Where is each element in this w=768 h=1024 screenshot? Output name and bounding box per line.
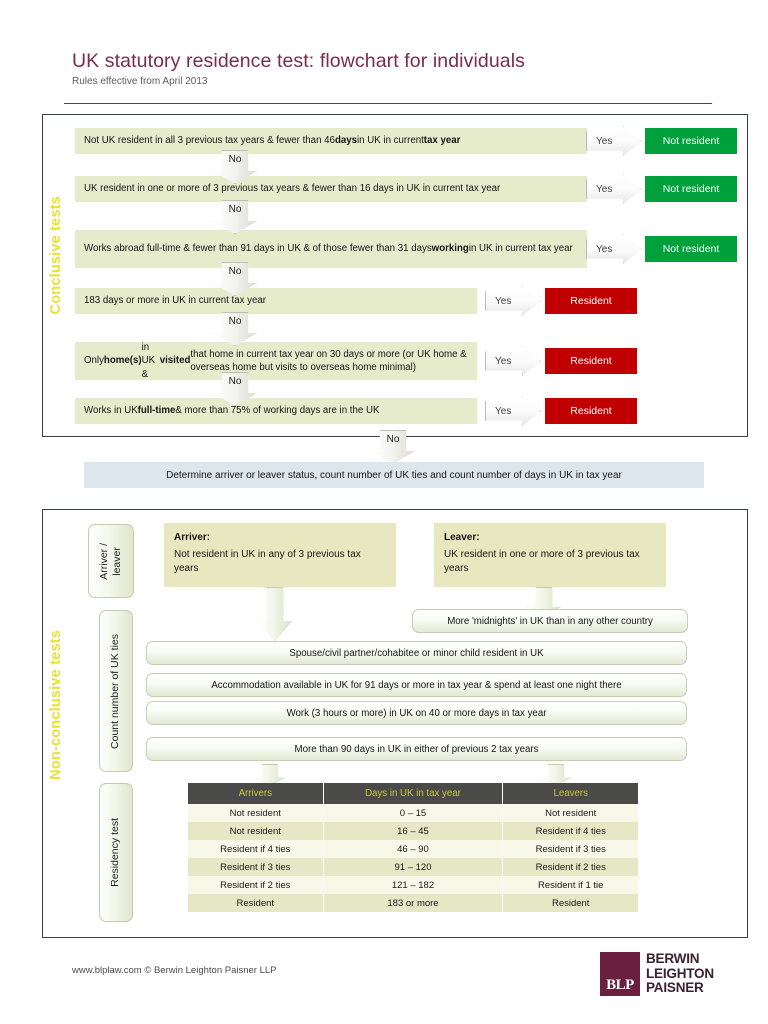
table-cell: Not resident xyxy=(188,822,324,840)
tab-arriver-leaver-label: Arriver /leaver xyxy=(97,542,123,580)
conclusive-tests-panel xyxy=(42,114,748,437)
yes-label: Yes xyxy=(596,135,613,147)
arriver-title: Arriver: xyxy=(174,532,211,543)
bridge-no-label: No xyxy=(386,434,400,445)
tab-residency-test[interactable]: Residency test xyxy=(99,783,133,922)
uk-tie-box: Work (3 hours or more) in UK on 40 or mo… xyxy=(146,701,687,725)
table-cell: Resident if 2 ties xyxy=(188,876,324,894)
table-cell: Resident if 1 tie xyxy=(502,876,638,894)
conclusive-condition-box: Works abroad full-time & fewer than 91 d… xyxy=(75,230,587,268)
no-label: No xyxy=(228,154,242,165)
yes-label: Yes xyxy=(495,355,512,367)
uk-tie-box: Accommodation available in UK for 91 day… xyxy=(146,673,687,697)
blp-logo-mark: BLP xyxy=(600,952,640,996)
conclusive-condition-box: UK resident in one or more of 3 previous… xyxy=(75,176,587,202)
table-cell: Not resident xyxy=(502,804,638,822)
no-label: No xyxy=(228,376,242,387)
page-subtitle: Rules effective from April 2013 xyxy=(72,76,208,88)
no-label: No xyxy=(228,266,242,277)
conclusive-condition-box: Only home(s) in UK & visited that home i… xyxy=(75,342,477,380)
tab-count-uk-ties-label: Count number of UK ties xyxy=(109,633,122,749)
arriver-text: Not resident in UK in any of 3 previous … xyxy=(174,548,361,575)
header-divider xyxy=(64,103,712,104)
blp-logo: BLP BERWIN LEIGHTON PAISNER xyxy=(600,952,714,996)
outcome-badge: Resident xyxy=(545,288,637,314)
page-header: UK statutory residence test: flowchart f… xyxy=(72,50,712,87)
conclusive-tests-caption: Conclusive tests xyxy=(48,196,64,315)
table-cell: Resident if 3 ties xyxy=(502,840,638,858)
yes-label: Yes xyxy=(596,183,613,195)
blp-logo-wordmark: BERWIN LEIGHTON PAISNER xyxy=(646,952,714,996)
yes-label: Yes xyxy=(495,405,512,417)
table-cell: 121 – 182 xyxy=(323,876,504,894)
tab-residency-test-label: Residency test xyxy=(109,818,122,887)
table-cell: Resident if 4 ties xyxy=(502,822,638,840)
no-label: No xyxy=(228,204,242,215)
blp-logo-line2: LEIGHTON xyxy=(646,965,714,981)
blp-logo-line1: BERWIN xyxy=(646,951,700,967)
outcome-badge: Resident xyxy=(545,348,637,374)
tab-count-uk-ties[interactable]: Count number of UK ties xyxy=(99,610,133,772)
midnights-tie-box: More 'midnights' in UK than in any other… xyxy=(412,609,688,633)
outcome-badge: Resident xyxy=(545,398,637,424)
uk-tie-box: More than 90 days in UK in either of pre… xyxy=(146,737,687,761)
conclusive-condition-box: Works in UK full-time & more than 75% of… xyxy=(75,398,477,424)
table-cell: 183 or more xyxy=(323,894,504,912)
table-cell: 91 – 120 xyxy=(323,858,504,876)
no-label: No xyxy=(228,316,242,327)
leaver-box: Leaver: UK resident in one or more of 3 … xyxy=(434,523,666,587)
arriver-box: Arriver: Not resident in UK in any of 3 … xyxy=(164,523,396,587)
yes-label: Yes xyxy=(596,243,613,255)
outcome-badge: Not resident xyxy=(645,176,737,202)
blp-logo-initials: BLP xyxy=(606,977,634,993)
leaver-title: Leaver: xyxy=(444,532,480,543)
yes-label: Yes xyxy=(495,295,512,307)
table-cell: 16 – 45 xyxy=(323,822,504,840)
non-conclusive-tests-caption: Non-conclusive tests xyxy=(48,630,64,780)
table-column-header: Leavers xyxy=(502,783,638,804)
table-column-header: Days in UK in tax year xyxy=(323,783,504,804)
blp-logo-line3: PAISNER xyxy=(646,980,704,996)
table-cell: Not resident xyxy=(188,804,324,822)
outcome-badge: Not resident xyxy=(645,128,737,154)
table-cell: Resident if 2 ties xyxy=(502,858,638,876)
outcome-badge: Not resident xyxy=(645,236,737,262)
table-column-header: Arrivers xyxy=(188,783,324,804)
table-cell: Resident if 4 ties xyxy=(188,840,324,858)
tab-arriver-leaver[interactable]: Arriver /leaver xyxy=(88,524,134,598)
leaver-text: UK resident in one or more of 3 previous… xyxy=(444,548,640,575)
table-cell: Resident xyxy=(502,894,638,912)
footer-copyright: www.blplaw.com © Berwin Leighton Paisner… xyxy=(72,965,277,976)
table-cell: Resident if 3 ties xyxy=(188,858,324,876)
conclusive-condition-box: 183 days or more in UK in current tax ye… xyxy=(75,288,477,314)
table-cell: 46 – 90 xyxy=(323,840,504,858)
table-cell: 0 – 15 xyxy=(323,804,504,822)
page-title: UK statutory residence test: flowchart f… xyxy=(72,50,526,72)
determine-status-box: Determine arriver or leaver status, coun… xyxy=(84,462,704,488)
conclusive-condition-box: Not UK resident in all 3 previous tax ye… xyxy=(75,128,587,154)
table-cell: Resident xyxy=(188,894,324,912)
uk-tie-box: Spouse/civil partner/cohabitee or minor … xyxy=(146,641,687,665)
